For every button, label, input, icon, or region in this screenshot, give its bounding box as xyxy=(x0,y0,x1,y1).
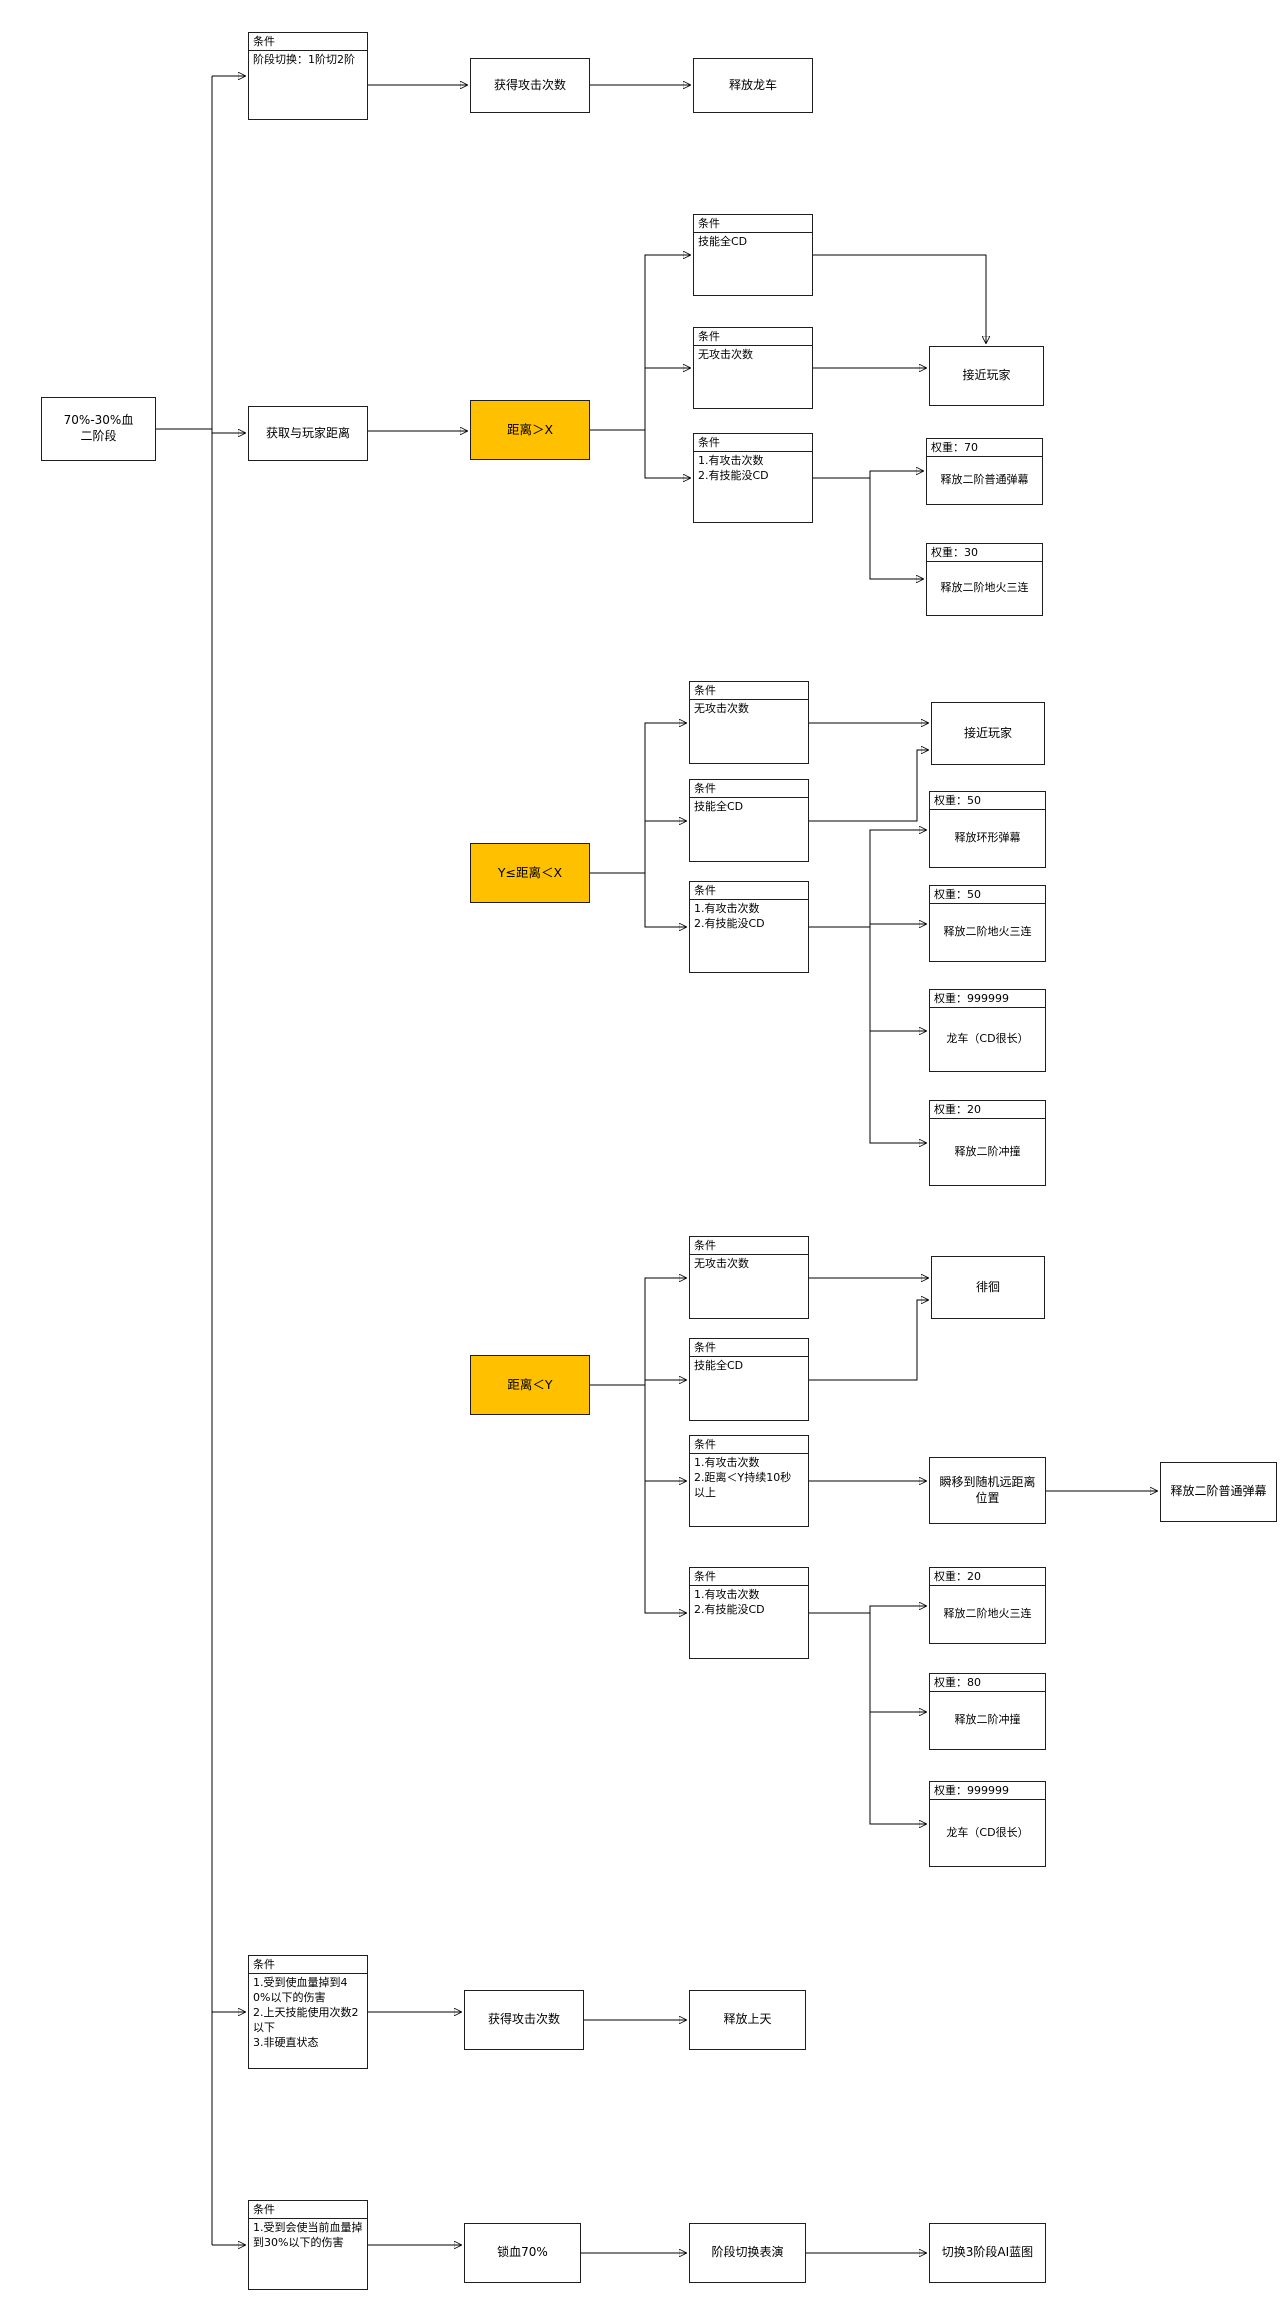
node-phase-switch-performance: 阶段切换表演 xyxy=(689,2223,806,2283)
condition-header: 条件 xyxy=(694,434,812,453)
condition-header: 条件 xyxy=(249,2201,367,2220)
condition-header: 条件 xyxy=(690,780,808,799)
condition-body: 无攻击次数 xyxy=(694,702,749,716)
weight-header: 权重：20 xyxy=(930,1101,1045,1120)
condition-hp-drop-30: 条件 1.受到会使当前血量掉到30%以下的伤害 xyxy=(248,2200,368,2290)
weight-action: 龙车（CD很长） xyxy=(946,1032,1029,1046)
node-release-barrage-after-teleport: 释放二阶普通弹幕 xyxy=(1160,1462,1277,1522)
weight-header: 权重：50 xyxy=(930,792,1045,811)
weight-header: 权重：999999 xyxy=(930,990,1045,1009)
condition-body: 1.有攻击次数 2.有技能没CD xyxy=(698,454,769,483)
node-gain-attacks-top: 获得攻击次数 xyxy=(470,58,590,113)
condition-skills-all-cd-near: 条件 技能全CD xyxy=(689,1338,809,1421)
weight-header: 权重：20 xyxy=(930,1568,1045,1587)
weight-header: 权重：70 xyxy=(927,439,1042,458)
condition-body: 1.受到会使当前血量掉到30%以下的伤害 xyxy=(253,2221,363,2250)
weight-50-ring-barrage: 权重：50 释放环形弹幕 xyxy=(929,791,1046,868)
condition-no-attacks-near: 条件 无攻击次数 xyxy=(689,1236,809,1319)
node-gain-attacks-bottom: 获得攻击次数 xyxy=(464,1990,584,2050)
condition-header: 条件 xyxy=(690,1436,808,1455)
condition-body: 技能全CD xyxy=(698,235,748,249)
node-release-dragon-cart: 释放龙车 xyxy=(693,58,813,113)
weight-50-ground-fire: 权重：50 释放二阶地火三连 xyxy=(929,885,1046,962)
weight-action: 释放二阶冲撞 xyxy=(954,1713,1021,1727)
condition-attack-and-skill-far: 条件 1.有攻击次数 2.有技能没CD xyxy=(693,433,813,523)
decision-dist-between-y-x: Y≤距离＜X xyxy=(470,843,590,903)
weight-30-ground-fire: 权重：30 释放二阶地火三连 xyxy=(926,543,1043,616)
weight-999999-dragon-cart-near: 权重：999999 龙车（CD很长） xyxy=(929,1781,1046,1867)
condition-header: 条件 xyxy=(690,682,808,701)
weight-20-charge-mid: 权重：20 释放二阶冲撞 xyxy=(929,1100,1046,1186)
condition-skills-all-cd-mid: 条件 技能全CD xyxy=(689,779,809,862)
weight-action: 释放二阶冲撞 xyxy=(954,1144,1021,1158)
node-approach-player-far: 接近玩家 xyxy=(929,346,1044,406)
node-teleport-far-position: 瞬移到随机远距离 位置 xyxy=(929,1457,1046,1524)
condition-phase-switch: 条件 阶段切换：1阶切2阶 xyxy=(248,32,368,120)
condition-body: 阶段切换：1阶切2阶 xyxy=(253,53,355,67)
condition-hp-drop-40: 条件 1.受到使血量掉到40%以下的伤害 2.上天技能使用次数2以下 3.非硬直… xyxy=(248,1955,368,2069)
condition-body: 无攻击次数 xyxy=(698,348,753,362)
condition-skills-all-cd-far: 条件 技能全CD xyxy=(693,214,813,296)
weight-header: 权重：80 xyxy=(930,1674,1045,1693)
condition-body: 技能全CD xyxy=(694,800,744,814)
condition-header: 条件 xyxy=(694,215,812,234)
weight-header: 权重：999999 xyxy=(930,1782,1045,1801)
condition-header: 条件 xyxy=(690,1339,808,1358)
condition-header: 条件 xyxy=(694,328,812,347)
weight-action: 释放二阶地火三连 xyxy=(940,581,1029,595)
condition-no-attacks-mid: 条件 无攻击次数 xyxy=(689,681,809,764)
condition-body: 1.受到使血量掉到40%以下的伤害 2.上天技能使用次数2以下 3.非硬直状态 xyxy=(253,1976,359,2049)
condition-header: 条件 xyxy=(690,882,808,901)
weight-action: 释放环形弹幕 xyxy=(954,831,1021,845)
decision-dist-lt-y: 距离＜Y xyxy=(470,1355,590,1415)
decision-dist-gt-x: 距离＞X xyxy=(470,400,590,460)
node-release-ascend: 释放上天 xyxy=(689,1990,806,2050)
weight-action: 释放二阶地火三连 xyxy=(943,925,1032,939)
weight-header: 权重：30 xyxy=(927,544,1042,563)
condition-body: 1.有攻击次数 2.有技能没CD xyxy=(694,1588,765,1617)
node-approach-player-mid: 接近玩家 xyxy=(931,702,1045,765)
condition-body: 无攻击次数 xyxy=(694,1257,749,1271)
node-phase2-root: 70%-30%血 二阶段 xyxy=(41,397,156,461)
node-wander: 徘徊 xyxy=(931,1256,1045,1319)
node-get-player-distance: 获取与玩家距离 xyxy=(248,406,368,461)
condition-no-attacks-far: 条件 无攻击次数 xyxy=(693,327,813,409)
condition-header: 条件 xyxy=(249,33,367,52)
weight-action: 释放二阶地火三连 xyxy=(943,1607,1032,1621)
condition-attack-and-skill-near: 条件 1.有攻击次数 2.有技能没CD xyxy=(689,1567,809,1659)
condition-attack-and-skill-mid: 条件 1.有攻击次数 2.有技能没CD xyxy=(689,881,809,973)
weight-80-charge: 权重：80 释放二阶冲撞 xyxy=(929,1673,1046,1750)
condition-header: 条件 xyxy=(690,1237,808,1256)
weight-action: 龙车（CD很长） xyxy=(946,1825,1029,1839)
node-switch-phase3-ai: 切换3阶段AI蓝图 xyxy=(929,2223,1046,2283)
condition-header: 条件 xyxy=(690,1568,808,1587)
condition-dist-duration: 条件 1.有攻击次数 2.距离＜Y持续10秒 以上 xyxy=(689,1435,809,1527)
condition-body: 1.有攻击次数 2.距离＜Y持续10秒 以上 xyxy=(694,1456,792,1499)
weight-70-normal-barrage: 权重：70 释放二阶普通弹幕 xyxy=(926,438,1043,505)
weight-action: 释放二阶普通弹幕 xyxy=(940,473,1029,487)
condition-body: 1.有攻击次数 2.有技能没CD xyxy=(694,902,765,931)
condition-body: 技能全CD xyxy=(694,1359,744,1373)
node-lock-hp-70: 锁血70% xyxy=(464,2223,581,2283)
weight-header: 权重：50 xyxy=(930,886,1045,905)
weight-20-ground-fire: 权重：20 释放二阶地火三连 xyxy=(929,1567,1046,1644)
condition-header: 条件 xyxy=(249,1956,367,1975)
weight-999999-dragon-cart-mid: 权重：999999 龙车（CD很长） xyxy=(929,989,1046,1072)
